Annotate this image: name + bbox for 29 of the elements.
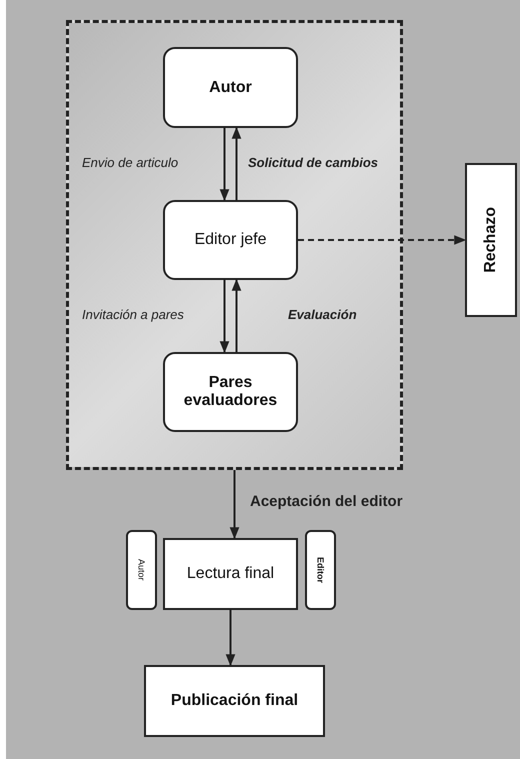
arrow — [298, 235, 466, 245]
process-box — [163, 200, 298, 280]
side-box — [305, 530, 336, 610]
node-label: Autor — [208, 78, 253, 96]
process-box — [465, 163, 517, 317]
arrow — [230, 470, 240, 540]
process-box — [144, 665, 325, 737]
node-label: Publicación final — [170, 692, 300, 710]
side-box — [126, 530, 157, 610]
node-label: Lectura final — [186, 565, 276, 583]
process-box — [163, 538, 298, 610]
edge-label: Evaluación — [288, 307, 357, 322]
arrow — [232, 278, 242, 352]
process-box — [163, 47, 298, 128]
process-box — [163, 352, 298, 432]
edge-label: Envio de articulo — [82, 155, 178, 170]
node-label: Rechazo — [481, 207, 500, 273]
dashed-group-box — [66, 20, 403, 470]
arrow — [220, 280, 230, 354]
arrow — [232, 126, 242, 200]
node-label: Pares evaluadores — [182, 374, 278, 410]
arrow — [226, 610, 236, 666]
edge-label: Solicitud de cambios — [248, 155, 378, 170]
edge-label: Invitación a pares — [82, 307, 184, 322]
node-label: Autor — [136, 559, 148, 581]
edge-label: Aceptación del editor — [250, 493, 403, 510]
arrow — [220, 128, 230, 202]
node-label: Editor jefe — [193, 231, 268, 249]
node-label: Editor — [314, 557, 326, 583]
